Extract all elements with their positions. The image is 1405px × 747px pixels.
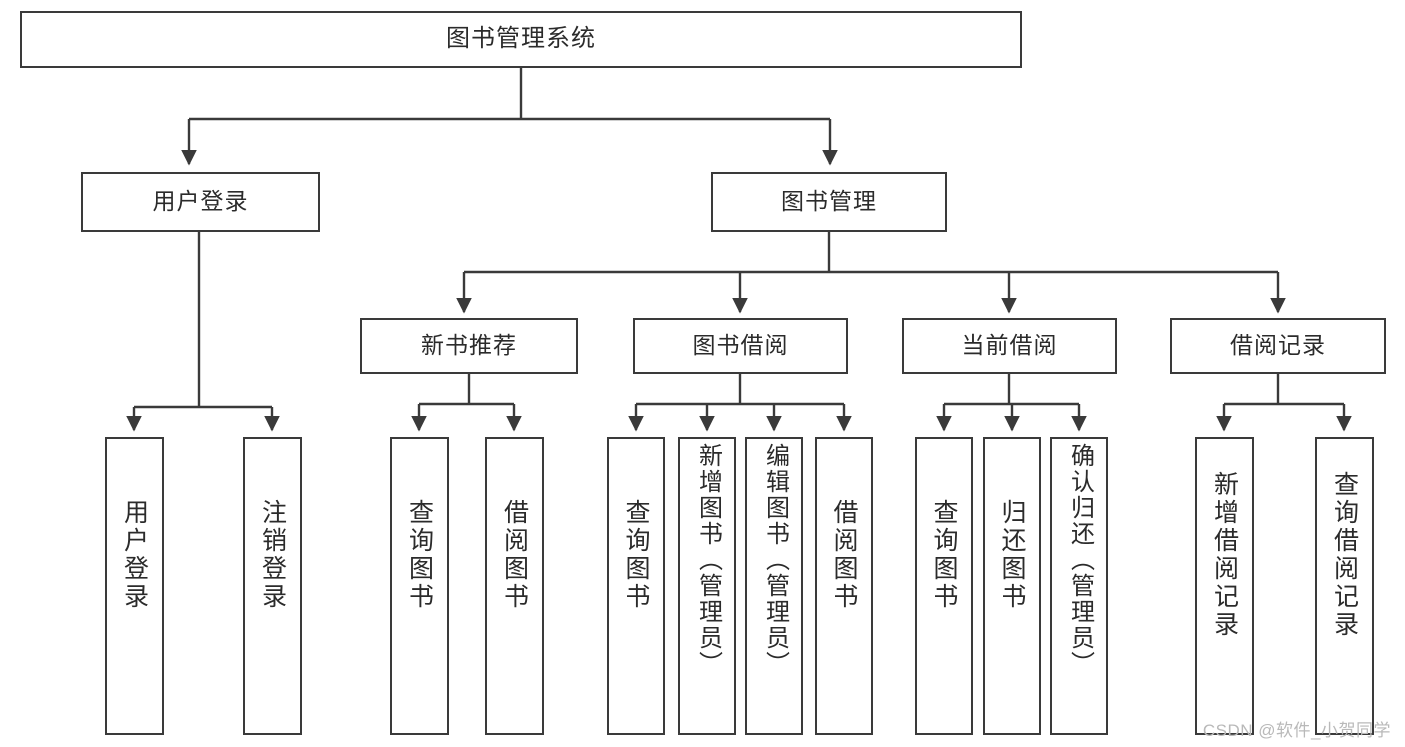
node-book-management[interactable]: 图书管理 (711, 172, 947, 232)
leaf-add-borrow-record[interactable]: 新增借阅记录 (1195, 437, 1254, 735)
leaf-label: 归还图书 (998, 499, 1026, 611)
node-label: 借阅记录 (1230, 332, 1326, 359)
leaf-label: 用户登录 (120, 499, 149, 611)
leaf-logout[interactable]: 注销登录 (243, 437, 302, 735)
node-label: 新书推荐 (421, 332, 517, 359)
leaf-label: 新增图书（管理员） (694, 443, 722, 677)
leaf-query-borrow-record[interactable]: 查询借阅记录 (1315, 437, 1374, 735)
leaf-return-book[interactable]: 归还图书 (983, 437, 1041, 735)
leaf-query-book-new[interactable]: 查询图书 (390, 437, 449, 735)
leaf-label: 编辑图书（管理员） (761, 443, 789, 677)
leaf-edit-book-admin[interactable]: 编辑图书（管理员） (745, 437, 803, 735)
node-book-borrow[interactable]: 图书借阅 (633, 318, 848, 374)
leaf-label: 查询图书 (405, 499, 434, 611)
leaf-add-book-admin[interactable]: 新增图书（管理员） (678, 437, 736, 735)
leaf-label: 借阅图书 (500, 499, 529, 611)
leaf-label: 查询借阅记录 (1330, 471, 1359, 639)
node-user-login[interactable]: 用户登录 (81, 172, 320, 232)
leaf-confirm-return-admin[interactable]: 确认归还（管理员） (1050, 437, 1108, 735)
node-label: 图书管理系统 (446, 25, 596, 53)
node-label: 图书管理 (781, 188, 877, 215)
leaf-borrow-book-new[interactable]: 借阅图书 (485, 437, 544, 735)
leaf-borrow-book[interactable]: 借阅图书 (815, 437, 873, 735)
leaf-label: 确认归还（管理员） (1066, 443, 1094, 677)
leaf-label: 查询图书 (930, 499, 958, 611)
leaf-label: 新增借阅记录 (1210, 471, 1239, 639)
leaf-label: 注销登录 (258, 499, 287, 611)
leaf-label: 借阅图书 (830, 499, 858, 611)
leaf-query-book-borrow[interactable]: 查询图书 (607, 437, 665, 735)
node-borrow-record[interactable]: 借阅记录 (1170, 318, 1386, 374)
leaf-query-book-current[interactable]: 查询图书 (915, 437, 973, 735)
leaf-label: 查询图书 (622, 499, 650, 611)
node-current-borrow[interactable]: 当前借阅 (902, 318, 1117, 374)
node-label: 当前借阅 (961, 332, 1058, 359)
node-root-book-management-system[interactable]: 图书管理系统 (20, 11, 1022, 68)
node-label: 图书借阅 (692, 332, 789, 359)
csdn-watermark: CSDN @软件_小贺同学 (1202, 721, 1391, 740)
node-new-book-recommend[interactable]: 新书推荐 (360, 318, 578, 374)
node-label: 用户登录 (152, 188, 249, 215)
leaf-user-login[interactable]: 用户登录 (105, 437, 164, 735)
